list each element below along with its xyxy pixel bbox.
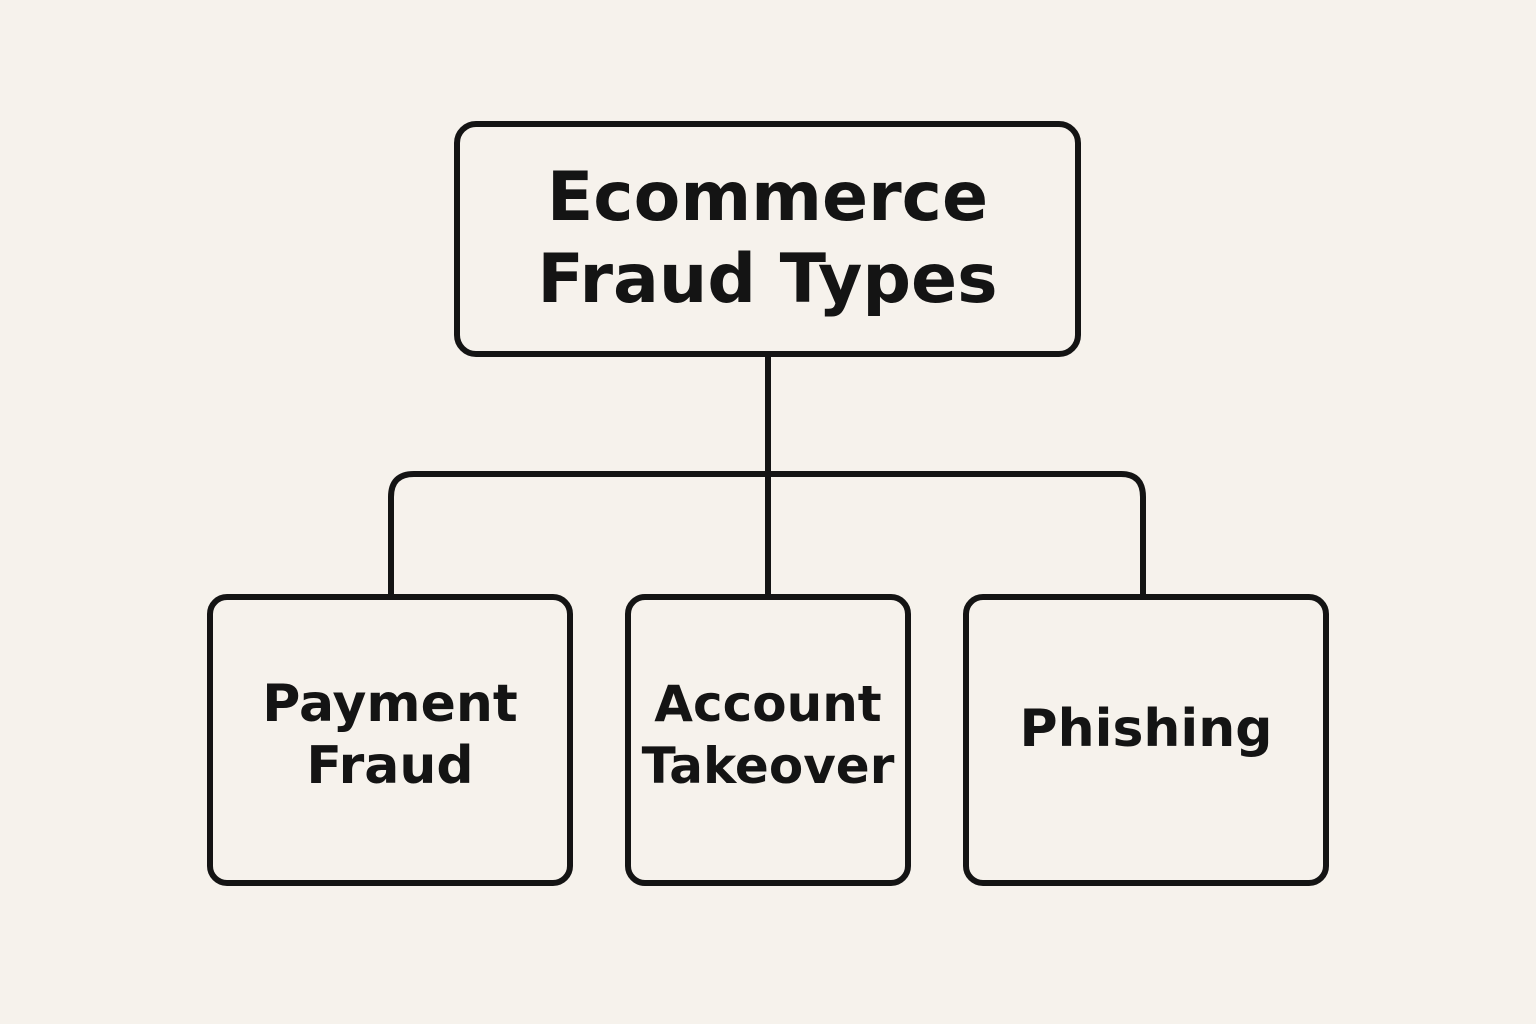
root-node-label: Ecommerce Fraud Types <box>537 158 998 319</box>
child-node-payment-fraud: Payment Fraud <box>207 594 573 886</box>
child-node-phishing: Phishing <box>963 594 1329 886</box>
payment-fraud-label: Payment Fraud <box>262 674 518 796</box>
account-takeover-label: Account Takeover <box>641 675 895 795</box>
phishing-label: Phishing <box>1019 699 1273 759</box>
child-node-account-takeover: Account Takeover <box>625 594 911 886</box>
root-node-ecommerce-fraud-types: Ecommerce Fraud Types <box>454 121 1081 357</box>
